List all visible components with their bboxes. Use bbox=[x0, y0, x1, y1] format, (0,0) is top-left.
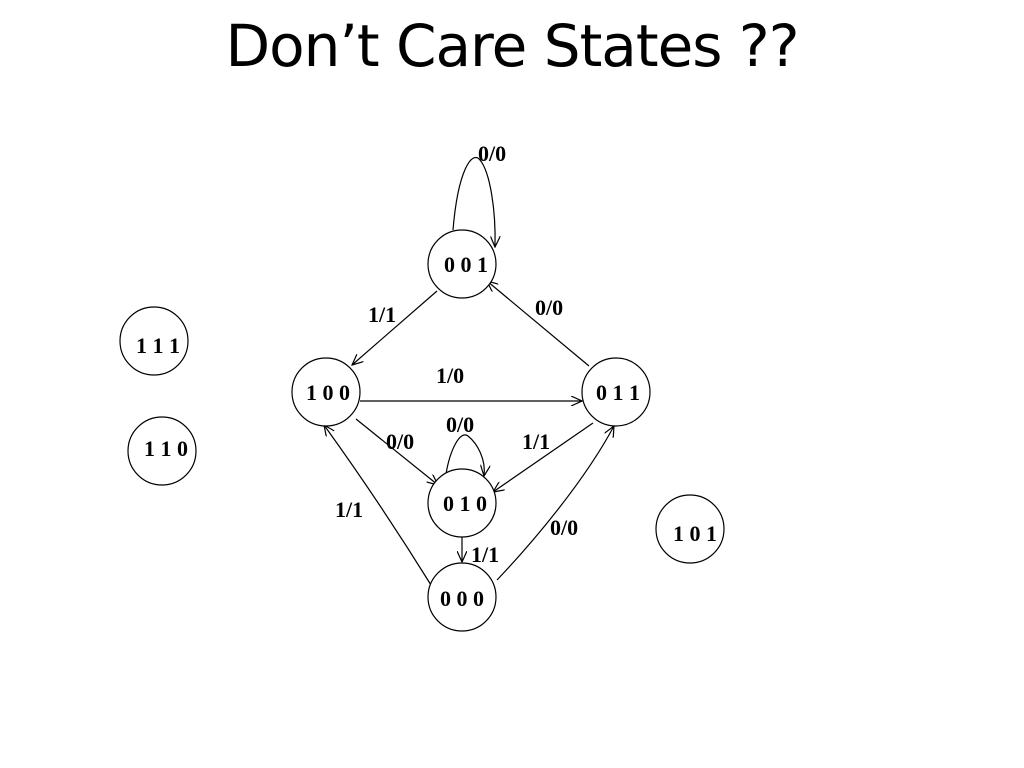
edge-011-to-010 bbox=[493, 422, 594, 492]
edge-100-to-010 bbox=[355, 418, 438, 485]
state-111: 1 1 1 bbox=[119, 306, 189, 376]
state-101-label: 1 0 1 bbox=[673, 521, 717, 546]
edge-000-to-011 bbox=[496, 426, 614, 581]
state-010-label: 0 1 0 bbox=[443, 491, 487, 516]
state-011-circle bbox=[581, 357, 651, 427]
edge-001-self-loop bbox=[452, 157, 495, 247]
state-100: 1 0 0 bbox=[291, 357, 361, 427]
edge-000-to-100 bbox=[324, 425, 432, 586]
edge-label-001-to-100: 1/1 bbox=[368, 302, 396, 327]
state-011-label: 0 1 1 bbox=[596, 380, 640, 405]
state-000: 0 0 0 bbox=[427, 562, 497, 632]
slide-title: Don’t Care States ?? bbox=[225, 12, 800, 80]
edge-010-self-loop bbox=[445, 434, 484, 476]
state-000-label: 0 0 0 bbox=[440, 586, 484, 611]
state-010-circle bbox=[427, 468, 497, 538]
state-110-label: 1 1 0 bbox=[144, 436, 188, 461]
state-110-circle bbox=[127, 416, 197, 486]
edge-011-to-001 bbox=[487, 281, 590, 367]
edge-label-000-to-011: 0/0 bbox=[550, 515, 578, 540]
state-000-circle bbox=[427, 562, 497, 632]
state-001-label: 0 0 1 bbox=[444, 252, 488, 277]
state-101-circle bbox=[655, 494, 725, 564]
edge-label-010-to-000: 1/1 bbox=[471, 542, 499, 567]
state-111-circle bbox=[119, 306, 189, 376]
state-001: 0 0 1 bbox=[427, 229, 497, 299]
state-100-circle bbox=[291, 357, 361, 427]
edge-label-001-self-loop: 0/0 bbox=[478, 141, 506, 166]
edge-label-011-to-010: 1/1 bbox=[522, 429, 550, 454]
state-111-label: 1 1 1 bbox=[136, 333, 180, 358]
edge-label-100-to-010: 0/0 bbox=[386, 429, 414, 454]
edge-label-011-to-001: 0/0 bbox=[535, 295, 563, 320]
edge-label-100-to-011: 1/0 bbox=[436, 363, 464, 388]
state-011: 0 1 1 bbox=[581, 357, 651, 427]
state-010: 0 1 0 bbox=[427, 468, 497, 538]
edge-label-000-to-100: 1/1 bbox=[335, 497, 363, 522]
state-001-circle bbox=[427, 229, 497, 299]
state-101: 1 0 1 bbox=[655, 494, 725, 564]
state-100-label: 1 0 0 bbox=[306, 380, 350, 405]
edge-001-to-100 bbox=[352, 290, 438, 365]
state-110: 1 1 0 bbox=[127, 416, 197, 486]
edge-label-010-self-loop: 0/0 bbox=[446, 412, 474, 437]
